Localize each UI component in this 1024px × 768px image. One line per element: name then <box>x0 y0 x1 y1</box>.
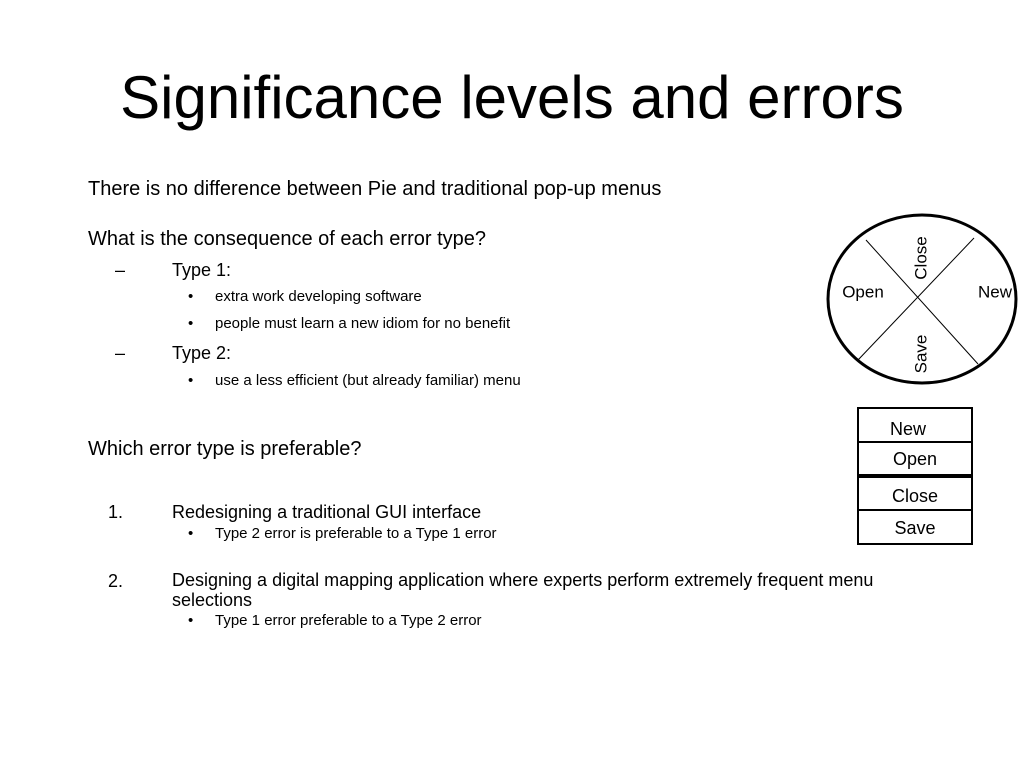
bullet-marker: • <box>188 612 194 629</box>
case-1-bullet: Type 2 error is preferable to a Type 1 e… <box>215 525 497 542</box>
type1-label: Type 1: <box>172 260 232 280</box>
popup-item-new: New <box>857 407 973 443</box>
pie-item-save: Save <box>911 335 930 374</box>
pie-item-new: New <box>978 282 1013 301</box>
bullet-marker: • <box>188 372 194 389</box>
pie-menu-outline <box>826 213 1018 385</box>
case-2-number: 2. <box>108 571 124 591</box>
type1-bullet-2: people must learn a new idiom for no ben… <box>215 315 511 332</box>
pie-item-open: Open <box>842 282 884 301</box>
case-2-text: Designing a digital mapping application … <box>172 570 874 610</box>
bullet-marker: • <box>188 288 194 305</box>
case-2-bullet: Type 1 error preferable to a Type 2 erro… <box>215 612 482 629</box>
pie-divider <box>865 239 979 365</box>
question-consequence: What is the consequence of each error ty… <box>88 228 487 250</box>
popup-item-save: Save <box>857 509 973 545</box>
pie-divider <box>857 237 975 361</box>
bullet-marker: • <box>188 315 194 332</box>
pie-menu-diagram: Close New Save Open <box>826 213 1018 385</box>
case-1-text: Redesigning a traditional GUI interface <box>172 502 482 522</box>
dash-marker: – <box>115 343 126 363</box>
dash-marker: – <box>115 260 126 280</box>
slide-title: Significance levels and errors <box>120 64 904 131</box>
type2-label: Type 2: <box>172 343 232 363</box>
case-1-number: 1. <box>108 502 124 522</box>
hypothesis-text: There is no difference between Pie and t… <box>88 178 662 200</box>
bullet-marker: • <box>188 525 194 542</box>
pie-item-close: Close <box>911 236 930 279</box>
popup-item-open: Open <box>857 441 973 476</box>
question-preferable: Which error type is preferable? <box>88 438 362 460</box>
popup-item-close: Close <box>857 476 973 511</box>
type2-bullet-1: use a less efficient (but already famili… <box>215 372 521 389</box>
type1-bullet-1: extra work developing software <box>215 288 422 305</box>
